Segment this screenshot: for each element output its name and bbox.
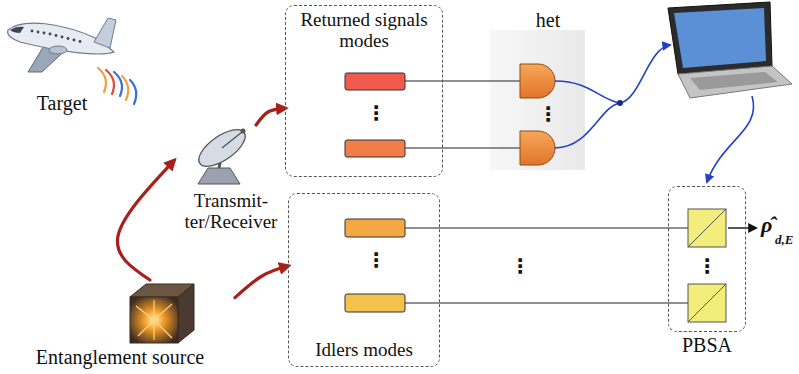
airplane xyxy=(10,27,24,33)
ellipsis: ⋮ xyxy=(697,256,717,276)
entanglement-crystal xyxy=(138,320,154,336)
mode-rectangles xyxy=(345,294,405,312)
mode-wires xyxy=(405,147,520,148)
radar-dish xyxy=(241,129,246,134)
entanglement-crystal xyxy=(153,320,154,340)
mode-wires xyxy=(405,302,688,303)
radar-waves xyxy=(114,72,122,96)
classical-wires xyxy=(707,96,754,182)
mode-rectangles xyxy=(345,73,405,90)
entanglement-crystal xyxy=(130,284,194,343)
output-arrow xyxy=(728,227,756,228)
entanglement-crystal xyxy=(136,300,172,340)
ellipsis: ⋮ xyxy=(366,250,386,270)
radar-waves xyxy=(122,76,128,100)
beam-splitters xyxy=(688,209,726,247)
beam-splitters xyxy=(688,209,726,322)
airplane-windows xyxy=(43,32,46,35)
mode-rectangles xyxy=(345,140,405,157)
airplane-windows xyxy=(61,36,64,39)
heterodyne-detectors xyxy=(520,64,555,98)
laptop xyxy=(674,8,766,68)
entanglement-crystal xyxy=(130,297,178,343)
mode-group: Returned signals modes xyxy=(285,5,443,177)
transceiver-figure: Transmit- ter/Receiver xyxy=(174,125,288,233)
radar-waves xyxy=(106,70,114,94)
target-figure: Target xyxy=(2,2,122,114)
laptop xyxy=(668,2,792,98)
entanglement-crystal xyxy=(178,284,194,343)
entanglement-crystal xyxy=(154,320,172,338)
radar-waves xyxy=(98,68,136,104)
radar-waves xyxy=(98,68,106,92)
radar-dish xyxy=(222,132,242,148)
node-label: PBSA xyxy=(682,334,732,356)
mode-wires xyxy=(405,80,520,81)
node-label: Idlers modes xyxy=(315,340,413,361)
airplane-windows xyxy=(55,34,58,37)
airplane xyxy=(49,46,67,54)
mode-rectangles xyxy=(345,219,405,237)
heterodyne-detectors xyxy=(520,131,555,165)
node-label: Entanglement source xyxy=(36,346,204,368)
airplane-windows xyxy=(37,31,40,34)
mode-wires xyxy=(405,227,688,228)
signal-arrow xyxy=(117,161,174,280)
airplane-windows xyxy=(31,30,82,43)
airplane xyxy=(8,18,116,72)
ellipsis: ⋮ xyxy=(510,256,530,276)
laptop xyxy=(690,72,778,90)
mode-group: Idlers modes xyxy=(288,193,440,367)
laptop xyxy=(678,66,792,98)
junction-dot xyxy=(617,100,623,106)
classical-wires xyxy=(620,45,670,103)
ellipsis: ⋮ xyxy=(366,103,386,123)
laptop xyxy=(668,2,772,74)
signal-arrow xyxy=(256,108,285,125)
airplane-windows xyxy=(49,33,52,36)
mode-wires xyxy=(405,81,688,303)
beam-splitters xyxy=(688,209,726,247)
airplane-windows xyxy=(67,37,70,40)
output-subscript: d,E xyxy=(775,233,793,246)
radar-waves xyxy=(130,80,136,104)
classical-wires xyxy=(555,103,620,148)
node-label: Returned signals modes xyxy=(286,10,442,52)
signal-arrow xyxy=(235,266,288,298)
entanglement-crystal xyxy=(153,300,154,320)
airplane-windows xyxy=(73,39,76,42)
detector-panel xyxy=(490,30,585,170)
classical-wires xyxy=(555,81,620,103)
beam-splitters xyxy=(688,284,726,322)
airplane-windows xyxy=(79,40,82,43)
airplane xyxy=(94,18,116,48)
airplane-windows xyxy=(31,30,34,33)
radar-dish xyxy=(198,168,240,184)
output-state: ρ̂ xyxy=(761,214,772,236)
entanglement-crystal xyxy=(154,304,172,320)
source-figure: Entanglement source xyxy=(5,280,235,368)
radar-dish xyxy=(193,123,251,184)
node-label: Transmit- ter/Receiver xyxy=(174,191,288,233)
detector-label: het xyxy=(536,10,560,30)
radar-dish xyxy=(193,123,251,174)
ellipsis: ⋮ xyxy=(538,104,558,124)
node-label: Target xyxy=(37,92,87,114)
entanglement-crystal xyxy=(136,306,154,320)
beam-splitters xyxy=(688,284,726,322)
